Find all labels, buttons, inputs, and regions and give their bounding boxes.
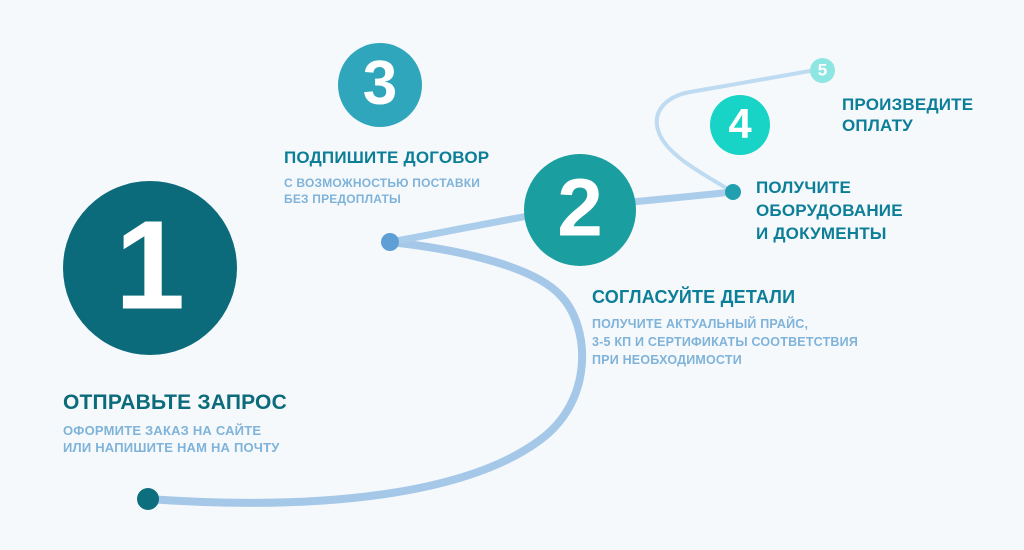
step-4-number: 4 bbox=[728, 100, 752, 148]
step-1-title: ОТПРАВЬТЕ ЗАПРОС bbox=[63, 391, 287, 414]
step-5-text: ПРОИЗВЕДИТЕ ОПЛАТУ bbox=[842, 94, 973, 136]
path-segment-top bbox=[654, 69, 812, 194]
step-1-text: ОТПРАВЬТЕ ЗАПРОС ОФОРМИТЕ ЗАКАЗ НА САЙТЕ… bbox=[63, 391, 287, 456]
path-segment-bottom bbox=[144, 238, 587, 507]
step-2-text: СОГЛАСУЙТЕ ДЕТАЛИ ПОЛУЧИТЕ АКТУАЛЬНЫЙ ПР… bbox=[592, 287, 858, 369]
step-2-circle: 2 bbox=[524, 154, 636, 266]
step-4-title-line: ПОЛУЧИТЕ bbox=[756, 178, 852, 197]
step-3-number: 3 bbox=[362, 48, 398, 118]
step-4-title-line: ОБОРУДОВАНИЕ bbox=[756, 201, 903, 220]
step-5-circle: 5 bbox=[810, 58, 835, 83]
step-1-subtitle-line: ИЛИ НАПИШИТЕ НАМ НА ПОЧТУ bbox=[63, 440, 280, 455]
step-3-text: ПОДПИШИТЕ ДОГОВОР С ВОЗМОЖНОСТЬЮ ПОСТАВК… bbox=[284, 148, 489, 207]
step-3-circle: 3 bbox=[338, 43, 422, 127]
path-start-dot bbox=[137, 488, 159, 510]
step-1-number: 1 bbox=[114, 194, 186, 336]
step-1-subtitle-line: ОФОРМИТЕ ЗАКАЗ НА САЙТЕ bbox=[63, 423, 262, 438]
step-5-title-line: ОПЛАТУ bbox=[842, 116, 913, 135]
path-mid-dot bbox=[381, 233, 399, 251]
step-3-title: ПОДПИШИТЕ ДОГОВОР bbox=[284, 148, 490, 167]
step-5-title-line: ПРОИЗВЕДИТЕ bbox=[842, 95, 974, 114]
step-3-subtitle-line: С ВОЗМОЖНОСТЬЮ ПОСТАВКИ bbox=[284, 176, 481, 190]
step-4-title-line: И ДОКУМЕНТЫ bbox=[756, 224, 887, 243]
step-4-text: ПОЛУЧИТЕ ОБОРУДОВАНИЕ И ДОКУМЕНТЫ bbox=[756, 176, 903, 245]
step-1-circle: 1 bbox=[63, 181, 237, 355]
step-3-subtitle-line: БЕЗ ПРЕДОПЛАТЫ bbox=[284, 192, 401, 206]
step-2-number: 2 bbox=[557, 162, 603, 254]
path-right-dot bbox=[725, 184, 741, 200]
step-2-subtitle-line: 3-5 КП И СЕРТИФИКАТЫ СООТВЕТСТВИЯ bbox=[592, 335, 859, 349]
step-2-title: СОГЛАСУЙТЕ ДЕТАЛИ bbox=[592, 287, 796, 307]
step-5-number: 5 bbox=[817, 60, 828, 80]
step-4-circle: 4 bbox=[710, 95, 770, 155]
step-2-subtitle-line: ПОЛУЧИТЕ АКТУАЛЬНЫЙ ПРАЙС, bbox=[592, 317, 809, 331]
step-2-subtitle-line: ПРИ НЕОБХОДИМОСТИ bbox=[592, 353, 742, 367]
